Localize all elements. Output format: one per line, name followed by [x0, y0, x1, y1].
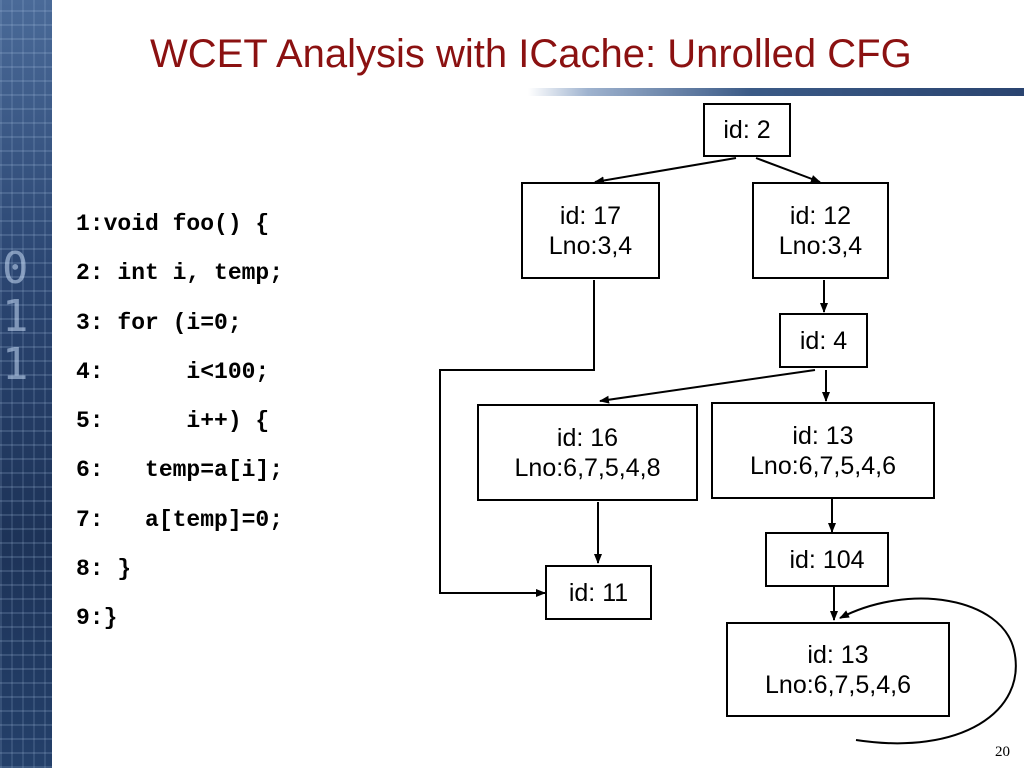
node-id: id: 13	[807, 640, 869, 669]
node-lines: Lno:3,4	[778, 231, 863, 260]
cfg-node: id: 13 Lno:6,7,5,4,6	[711, 402, 935, 499]
code-listing: 1:void foo() { 2: int i, temp; 3: for (i…	[76, 202, 283, 646]
node-id: id: 11	[568, 578, 629, 607]
code-line: 3: for (i=0;	[76, 309, 242, 336]
node-lines: Lno:6,7,5,4,6	[765, 670, 911, 699]
circuit-pattern	[0, 0, 52, 768]
cfg-node: id: 17 Lno:3,4	[521, 182, 660, 279]
edge-17-11	[439, 280, 595, 597]
code-line: 9:}	[76, 605, 118, 632]
node-lines: Lno:3,4	[548, 231, 633, 260]
code-line: 8: }	[76, 556, 132, 583]
cfg-node: id: 12 Lno:3,4	[752, 182, 889, 279]
node-id: id: 104	[789, 545, 865, 574]
cfg-node: id: 2	[703, 103, 791, 157]
code-line: 2: int i, temp;	[76, 260, 284, 287]
edge-2-17	[594, 157, 737, 185]
node-lines: Lno:6,7,5,4,8	[514, 453, 661, 482]
code-line: 7: a[temp]=0;	[76, 506, 284, 533]
node-lines: Lno:6,7,5,4,6	[750, 451, 896, 480]
node-id: id: 4	[799, 326, 848, 355]
code-line: 1:void foo() {	[76, 211, 270, 237]
node-id: id: 16	[556, 423, 619, 452]
edge-2-12	[755, 157, 821, 183]
code-line: 5: i++) {	[76, 408, 270, 435]
cfg-node: id: 13 Lno:6,7,5,4,6	[726, 622, 950, 717]
cfg-node: id: 4	[779, 313, 868, 368]
cfg-node: id: 104	[765, 532, 889, 587]
decorative-sidebar: 011	[0, 0, 52, 768]
code-line: 4: i<100;	[76, 358, 270, 385]
node-id: id: 17	[559, 201, 622, 230]
slide-title: WCET Analysis with ICache: Unrolled CFG	[150, 32, 912, 76]
title-underline-band	[528, 88, 1024, 96]
node-id: id: 12	[789, 201, 852, 230]
edge-13-self-loop	[839, 597, 1017, 745]
edge-4-16	[599, 369, 816, 404]
node-id: id: 2	[723, 116, 771, 144]
page-number: 20	[995, 744, 1010, 760]
cfg-node: id: 16 Lno:6,7,5,4,8	[477, 404, 698, 501]
cfg-node: id: 11	[545, 565, 652, 620]
node-id: id: 13	[792, 421, 854, 450]
binary-digits-decoration: 011	[2, 243, 29, 390]
code-line: 6: temp=a[i];	[76, 457, 284, 484]
